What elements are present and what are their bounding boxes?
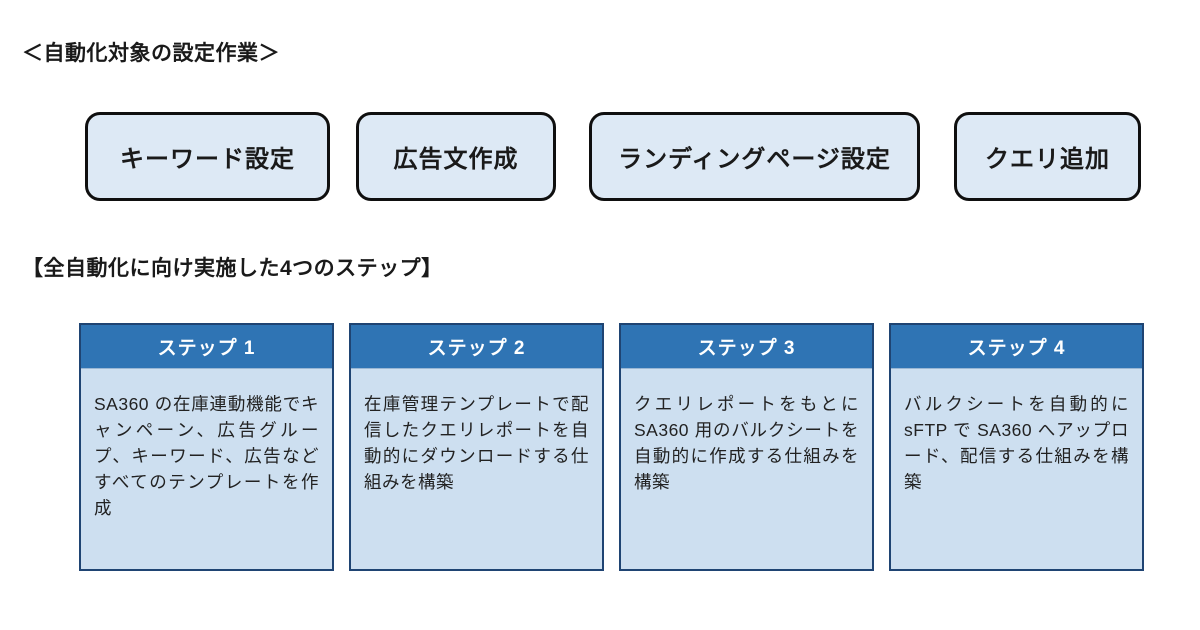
step-card-header: ステップ 2 bbox=[351, 325, 602, 369]
tasks-section-title: ＜自動化対象の設定作業＞ bbox=[22, 42, 280, 65]
step-card-1: ステップ 1 SA360 の在庫連動機能でキャンペーン、広告グループ、キーワード… bbox=[79, 323, 334, 571]
step-card-header: ステップ 1 bbox=[81, 325, 332, 369]
task-node-ad-copy-creation: 広告文作成 bbox=[356, 112, 556, 201]
step-card-2: ステップ 2 在庫管理テンプレートで配信したクエリレポートを自動的にダウンロード… bbox=[349, 323, 604, 571]
task-node-label: クエリ追加 bbox=[985, 146, 1110, 173]
step-card-3: ステップ 3 クエリレポートをもとに SA360 用のバルクシートを自動的に作成… bbox=[619, 323, 874, 571]
step-card-header: ステップ 3 bbox=[621, 325, 872, 369]
step-description: バルクシートを自動的に sFTP で SA360 へアップロード、配信する仕組み… bbox=[904, 394, 1129, 492]
step-description: 在庫管理テンプレートで配信したクエリレポートを自動的にダウンロードする仕組みを構… bbox=[364, 394, 589, 492]
step-card-4: ステップ 4 バルクシートを自動的に sFTP で SA360 へアップロード、… bbox=[889, 323, 1144, 571]
task-node-label: キーワード設定 bbox=[120, 146, 295, 173]
task-node-label: 広告文作成 bbox=[393, 146, 519, 173]
step-description: SA360 の在庫連動機能でキャンペーン、広告グループ、キーワード、広告などすべ… bbox=[94, 394, 319, 518]
step-title: ステップ 3 bbox=[697, 338, 796, 359]
task-node-landing-page-settings: ランディングページ設定 bbox=[589, 112, 920, 201]
task-node-label: ランディングページ設定 bbox=[618, 146, 891, 173]
step-description: クエリレポートをもとに SA360 用のバルクシートを自動的に作成する仕組みを構… bbox=[634, 394, 859, 492]
step-title: ステップ 1 bbox=[157, 338, 256, 359]
step-title: ステップ 4 bbox=[967, 338, 1066, 359]
task-node-keyword-settings: キーワード設定 bbox=[85, 112, 330, 201]
step-title: ステップ 2 bbox=[427, 338, 526, 359]
step-card-header: ステップ 4 bbox=[891, 325, 1142, 369]
steps-section-title: 【全自動化に向け実施した4つのステップ】 bbox=[22, 257, 443, 280]
task-node-query-addition: クエリ追加 bbox=[954, 112, 1141, 201]
